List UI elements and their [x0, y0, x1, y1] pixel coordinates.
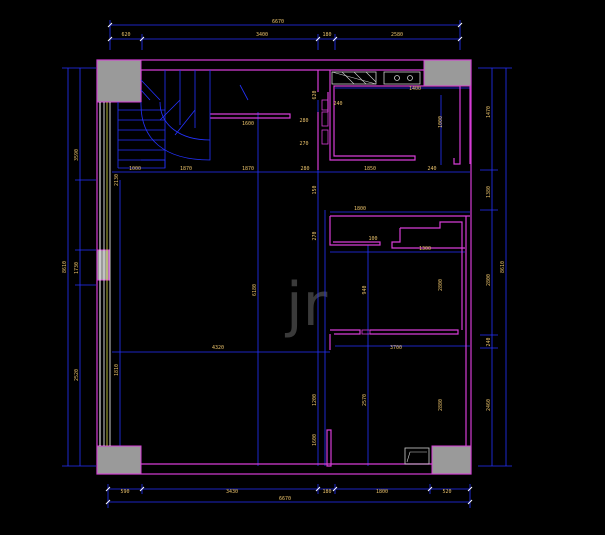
dim-right-3: 2800	[486, 274, 492, 286]
dim-mid-1: 1800	[354, 206, 366, 212]
dim-kitchen-1: 1400	[409, 86, 421, 92]
shower-fixture	[404, 447, 430, 465]
dim-run-4: 280	[300, 166, 309, 172]
dim-small-2: 280	[299, 118, 308, 124]
dim-mid-2: 1300	[419, 246, 431, 252]
dim-run-6: 240	[427, 166, 436, 172]
dim-mid-6: 2880	[438, 399, 444, 411]
dim-bottom-1: 590	[120, 489, 129, 495]
dim-bottom-3: 180	[322, 489, 331, 495]
cooktop	[383, 71, 421, 85]
dim-top-overall: 6670	[272, 19, 284, 25]
dim-low-5: 1600	[312, 434, 318, 446]
dim-left-2: 1730	[74, 262, 80, 274]
dimension-labels: 6670 620 3400 180 2580 590 3430 180 1800…	[62, 19, 506, 502]
column-top-right	[423, 59, 472, 87]
dim-small-4: 150	[312, 185, 318, 194]
left-window	[99, 102, 111, 446]
dim-central-height: 6180	[252, 284, 258, 296]
staircase	[117, 70, 249, 169]
dim-top-1: 620	[121, 32, 130, 38]
dim-right-5: 2460	[486, 399, 492, 411]
dimension-ticks	[105, 22, 473, 505]
dim-bottom-2: 3430	[226, 489, 238, 495]
dim-small-1: 620	[312, 90, 318, 99]
dim-mid-5: 2800	[438, 279, 444, 291]
dim-left-inner-1: 2130	[114, 174, 120, 186]
dim-left-1: 3590	[74, 149, 80, 161]
dim-kitchen-3: 1000	[438, 116, 444, 128]
burner-right	[407, 75, 413, 81]
dim-mid-4: 940	[362, 285, 368, 294]
column-bottom-right	[431, 445, 472, 475]
dim-low-4: 1200	[312, 394, 318, 406]
dim-left-3: 2520	[74, 369, 80, 381]
dim-run-2: 1870	[180, 166, 192, 172]
dim-top-4: 2580	[391, 32, 403, 38]
dim-right-1: 1470	[486, 106, 492, 118]
dim-left-inner-2: 1810	[114, 364, 120, 376]
dim-bottom-overall: 6670	[279, 496, 291, 502]
column-bottom-left	[96, 445, 142, 475]
burner-left	[394, 75, 400, 81]
dim-top-3: 180	[322, 32, 331, 38]
dim-right-4: 240	[486, 337, 492, 346]
dim-bottom-4: 1800	[376, 489, 388, 495]
dim-small-5: 100	[368, 236, 377, 242]
dim-run-1: 1000	[129, 166, 141, 172]
dim-left-overall: 8610	[62, 261, 68, 273]
dim-run-5: 1850	[364, 166, 376, 172]
dim-kitchen-2: 1600	[242, 121, 254, 127]
watermark-text: jr	[284, 270, 328, 340]
dim-right-2: 1380	[486, 186, 492, 198]
door-markers	[321, 99, 371, 335]
dim-top-2: 3400	[256, 32, 268, 38]
dim-right-overall: 8610	[500, 261, 506, 273]
column-top-left	[96, 59, 142, 103]
dim-small-3: 270	[299, 141, 308, 147]
dim-low-3: 2570	[362, 394, 368, 406]
dim-low-1: 4320	[212, 345, 224, 351]
dim-low-2: 3700	[390, 345, 402, 351]
walls	[96, 59, 472, 475]
dim-run-3: 1870	[242, 166, 254, 172]
dim-mid-3: 270	[312, 231, 318, 240]
dim-small-6: 240	[333, 101, 342, 107]
kitchen-fixtures	[331, 71, 421, 85]
structural-columns	[96, 59, 472, 475]
dim-bottom-5: 520	[442, 489, 451, 495]
